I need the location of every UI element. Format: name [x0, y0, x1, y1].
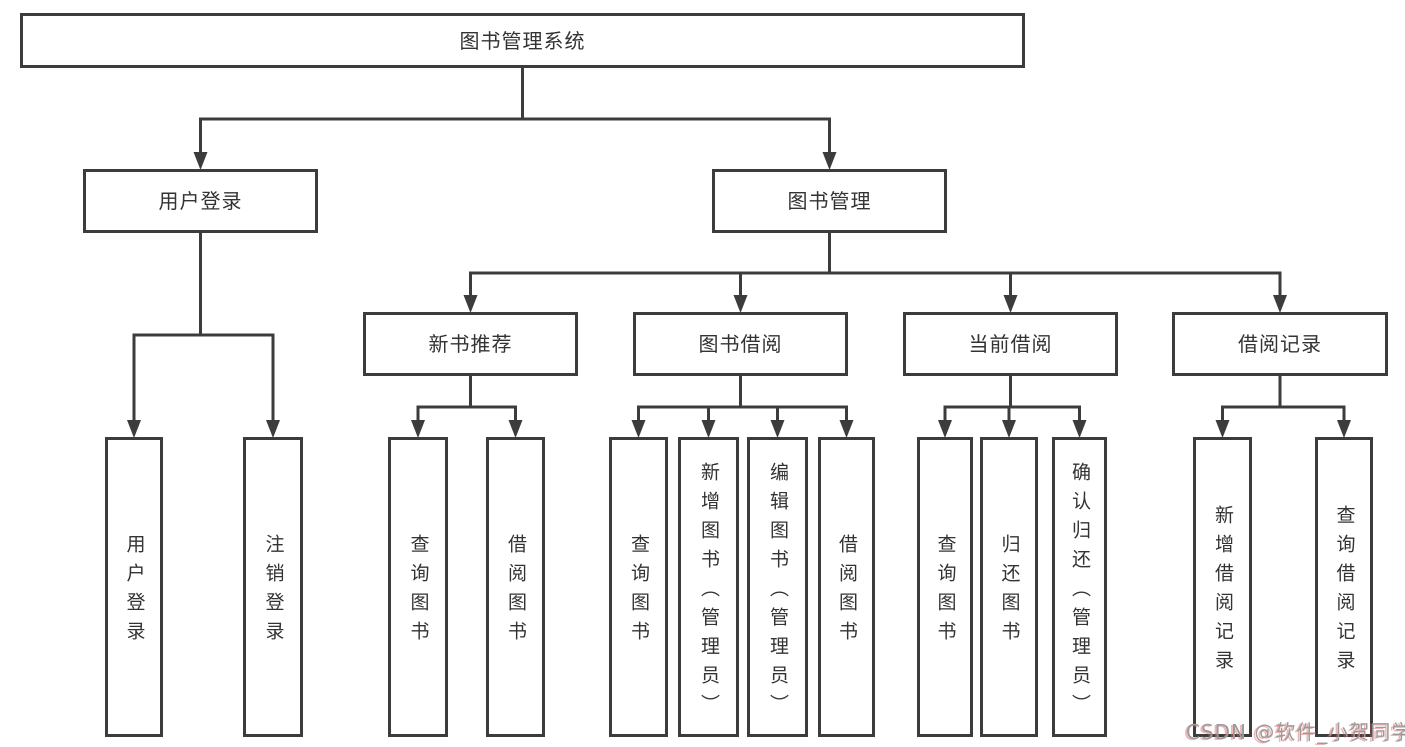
- box-label-leaf-bb-borrow: 借阅图书: [836, 534, 858, 650]
- arrowhead: [266, 420, 280, 438]
- box-leaf-cb-query: 查询图书: [917, 437, 973, 737]
- arrowhead: [463, 295, 478, 313]
- box-leaf-br-add: 新增借阅记录: [1193, 437, 1252, 737]
- box-label-leaf-bb-edit: 编辑图书（管理员）: [767, 461, 789, 723]
- arrowhead: [1072, 420, 1087, 438]
- box-label-leaf-bb-add: 新增图书（管理员）: [698, 461, 720, 723]
- watermark: CSDN @软件_小贺同学: [1186, 720, 1405, 744]
- box-label-leaf-cb-confirm: 确认归还（管理员）: [1069, 461, 1091, 723]
- arrowhead: [508, 420, 523, 438]
- box-user-login: 用户登录: [83, 169, 318, 233]
- box-label-leaf-rec-query: 查询图书: [407, 534, 430, 650]
- arrowhead: [1215, 420, 1230, 438]
- box-label-user-login: 用户登录: [158, 189, 243, 213]
- box-leaf-logout: 注销登录: [243, 437, 303, 737]
- box-label-leaf-rec-borrow: 借阅图书: [505, 534, 527, 650]
- box-book-mgmt: 图书管理: [712, 169, 947, 233]
- arrowhead: [1002, 420, 1016, 438]
- box-leaf-bb-query: 查询图书: [609, 437, 668, 737]
- box-current-borrow: 当前借阅: [903, 312, 1118, 376]
- box-label-current-borrow: 当前借阅: [968, 332, 1053, 356]
- arrowhead: [822, 152, 837, 170]
- box-leaf-login: 用户登录: [105, 437, 163, 737]
- box-label-leaf-cb-query: 查询图书: [934, 534, 957, 650]
- box-book-borrow: 图书借阅: [633, 312, 848, 376]
- box-root: 图书管理系统: [20, 13, 1025, 68]
- arrowhead: [193, 152, 208, 170]
- arrowhead: [839, 420, 854, 438]
- arrowhead: [127, 420, 141, 438]
- box-label-leaf-br-query: 查询借阅记录: [1333, 505, 1356, 679]
- box-leaf-cb-return: 归还图书: [980, 437, 1038, 737]
- box-label-book-borrow: 图书借阅: [698, 332, 783, 356]
- box-borrow-record: 借阅记录: [1172, 312, 1388, 376]
- box-leaf-bb-add: 新增图书（管理员）: [678, 437, 739, 737]
- box-label-leaf-logout: 注销登录: [262, 534, 285, 650]
- box-label-root: 图书管理系统: [459, 28, 586, 53]
- arrowhead: [1003, 295, 1018, 313]
- box-label-leaf-cb-return: 归还图书: [998, 534, 1021, 650]
- box-label-leaf-br-add: 新增借阅记录: [1212, 505, 1234, 679]
- arrowhead: [701, 420, 716, 438]
- box-label-leaf-login: 用户登录: [123, 534, 146, 650]
- arrowhead: [1337, 420, 1351, 438]
- box-leaf-br-query: 查询借阅记录: [1315, 437, 1373, 737]
- box-label-new-book-rec: 新书推荐: [428, 332, 513, 356]
- box-leaf-bb-edit: 编辑图书（管理员）: [747, 437, 808, 737]
- box-label-borrow-record: 借阅记录: [1238, 332, 1322, 356]
- arrowhead: [733, 295, 748, 313]
- box-label-leaf-bb-query: 查询图书: [628, 534, 650, 650]
- box-leaf-rec-query: 查询图书: [388, 437, 448, 737]
- arrowhead: [411, 420, 425, 438]
- arrowhead: [1273, 295, 1287, 313]
- box-leaf-bb-borrow: 借阅图书: [818, 437, 875, 737]
- box-new-book-rec: 新书推荐: [363, 312, 578, 376]
- arrowhead: [770, 420, 785, 438]
- arrowhead: [631, 420, 646, 438]
- box-label-book-mgmt: 图书管理: [787, 189, 872, 213]
- box-leaf-cb-confirm: 确认归还（管理员）: [1052, 437, 1107, 737]
- arrowhead: [938, 420, 952, 438]
- box-leaf-rec-borrow: 借阅图书: [486, 437, 545, 737]
